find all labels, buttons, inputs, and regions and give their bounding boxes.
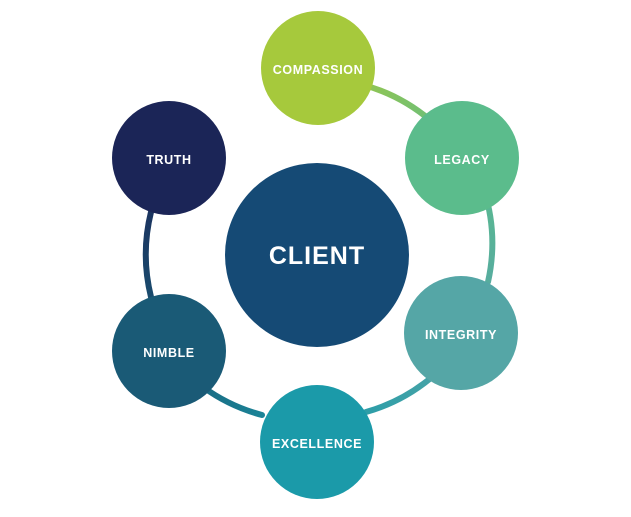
node-compassion: COMPASSION <box>261 11 375 125</box>
node-truth-label: TRUTH <box>146 153 191 167</box>
node-excellence: EXCELLENCE <box>260 385 374 499</box>
node-excellence-circle <box>260 385 374 499</box>
connector-excellence-nimble <box>200 384 265 418</box>
node-legacy-circle <box>405 101 519 215</box>
node-truth-circle <box>112 101 226 215</box>
connector-integrity-excellence <box>363 374 435 415</box>
node-excellence-label: EXCELLENCE <box>272 437 362 451</box>
node-compassion-circle <box>261 11 375 125</box>
node-truth: TRUTH <box>112 101 226 215</box>
center-node-client: CLIENT <box>225 163 409 347</box>
center-circle <box>225 163 409 347</box>
node-integrity: INTEGRITY <box>404 276 518 390</box>
node-compassion-label: COMPASSION <box>273 63 364 77</box>
node-nimble: NIMBLE <box>112 294 226 408</box>
node-integrity-label: INTEGRITY <box>425 328 497 342</box>
node-nimble-circle <box>112 294 226 408</box>
node-legacy: LEGACY <box>405 101 519 215</box>
connector-nimble-truth <box>142 209 154 300</box>
node-legacy-label: LEGACY <box>434 153 490 167</box>
center-label: CLIENT <box>269 242 365 270</box>
node-integrity-circle <box>404 276 518 390</box>
node-nimble-label: NIMBLE <box>143 346 195 360</box>
